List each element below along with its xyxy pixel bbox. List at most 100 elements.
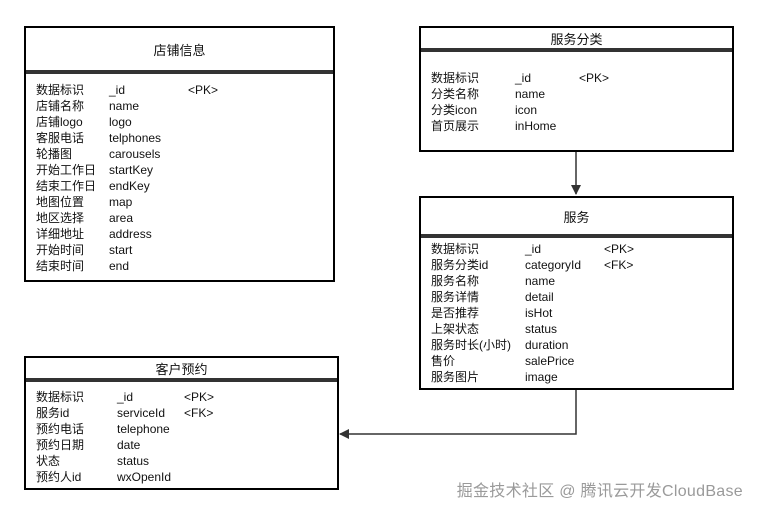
field-label: 服务分类id	[431, 258, 489, 272]
field-name: serviceId	[117, 406, 166, 420]
field-label: 预约日期	[36, 438, 85, 452]
field-label: 地区选择	[36, 211, 85, 225]
field-name: date	[117, 438, 141, 452]
field-label: 详细地址	[36, 227, 85, 241]
entity-title: 服务分类	[550, 31, 603, 47]
field-name: end	[109, 259, 130, 273]
field-label: 开始时间	[36, 243, 85, 257]
field-row: 服务图片 image	[421, 369, 732, 385]
field-label: 首页展示	[431, 119, 480, 133]
field-name: telphones	[109, 131, 162, 145]
field-name: _id	[109, 83, 126, 97]
field-name: _id	[117, 390, 134, 404]
field-label: 店铺logo	[36, 115, 83, 129]
field-row: 详细地址 address	[26, 226, 333, 242]
field-row: 分类icon icon	[421, 102, 732, 118]
field-label: 轮播图	[36, 147, 73, 161]
field-label: 服务id	[36, 406, 70, 420]
field-label: 数据标识	[431, 71, 480, 85]
entity-category-header: 服务分类	[421, 28, 732, 52]
field-label: 店铺名称	[36, 99, 85, 113]
field-name: name	[109, 99, 140, 113]
connector-service-to-booking	[339, 390, 577, 439]
field-label: 数据标识	[36, 390, 85, 404]
field-name: endKey	[109, 179, 150, 193]
field-label: 分类icon	[431, 103, 478, 117]
field-row: 服务时长(小时) duration	[421, 337, 732, 353]
field-row: 店铺名称 name	[26, 98, 333, 114]
field-label: 是否推荐	[431, 306, 480, 320]
field-name: wxOpenId	[117, 470, 172, 484]
field-name: icon	[515, 103, 538, 117]
field-name: name	[515, 87, 546, 101]
field-name: name	[525, 274, 556, 288]
entity-service-header: 服务	[421, 198, 732, 238]
field-label: 服务详情	[431, 290, 480, 304]
field-name: duration	[525, 338, 569, 352]
field-name: inHome	[515, 119, 557, 133]
field-name: startKey	[109, 163, 154, 177]
field-row: 售价 salePrice	[421, 353, 732, 369]
field-row: 分类名称 name	[421, 86, 732, 102]
watermark: 掘金技术社区 @ 腾讯云开发CloudBase	[456, 483, 743, 500]
field-key: <PK>	[184, 390, 215, 404]
field-row: 首页展示 inHome	[421, 118, 732, 134]
field-row: 店铺logo logo	[26, 114, 333, 130]
field-key: <PK>	[188, 83, 219, 97]
field-label: 结束时间	[36, 259, 85, 273]
field-name: status	[117, 454, 150, 468]
entity-category: 服务分类 数据标识_id<PK> 分类名称 name 分类icon icon 首页展…	[419, 26, 734, 152]
field-name: start	[109, 243, 133, 257]
entity-shop: 店铺信息 数据标识 _id <PK> 店铺名称 name 店铺logo logo 客服电…	[24, 26, 335, 282]
entity-title: 店铺信息	[153, 42, 206, 58]
entity-fields: 数据标识_id<PK> 分类名称 name 分类icon icon 首页展示 inHo…	[421, 52, 732, 150]
field-name: salePrice	[525, 354, 575, 368]
field-name: status	[525, 322, 558, 336]
field-row: 开始时间 start	[26, 242, 333, 258]
field-row: 服务分类id categoryId <FK>	[421, 257, 732, 273]
field-row: 是否推荐 isHot	[421, 305, 732, 321]
field-key: <PK>	[604, 242, 635, 256]
field-label: 预约人id	[36, 470, 82, 484]
field-row: 地图位置 map	[26, 194, 333, 210]
field-name: isHot	[525, 306, 553, 320]
field-row: 预约人id wxOpenId	[26, 469, 337, 485]
field-row: 数据标识 _id <PK>	[26, 389, 337, 405]
field-name: image	[525, 370, 558, 384]
field-name: detail	[525, 290, 554, 304]
field-label: 数据标识	[36, 83, 85, 97]
entity-booking-header: 客户预约	[26, 358, 337, 382]
field-name: logo	[109, 115, 132, 129]
field-key: <FK>	[604, 258, 634, 272]
field-row: 服务id serviceId <FK>	[26, 405, 337, 421]
field-row: 结束时间 end	[26, 258, 333, 274]
field-row: 数据标识_id<PK>	[421, 70, 732, 86]
field-label: 上架状态	[431, 322, 480, 336]
field-name: address	[109, 227, 152, 241]
field-label: 服务时长(小时)	[431, 338, 511, 352]
entity-title: 客户预约	[155, 361, 208, 377]
field-name: _id	[525, 242, 542, 256]
field-label: 分类名称	[431, 87, 480, 101]
field-label: 预约电话	[36, 422, 85, 436]
field-row: 预约日期 date	[26, 437, 337, 453]
field-row: 数据标识_id<PK>	[421, 241, 732, 257]
field-label: 地图位置	[36, 195, 85, 209]
field-key: <PK>	[579, 71, 610, 85]
field-name: map	[109, 195, 133, 209]
field-label: 服务图片	[431, 370, 480, 384]
field-key: <FK>	[184, 406, 214, 420]
entity-shop-header: 店铺信息	[26, 28, 333, 74]
field-name: categoryId	[525, 258, 582, 272]
field-label: 售价	[431, 354, 456, 368]
